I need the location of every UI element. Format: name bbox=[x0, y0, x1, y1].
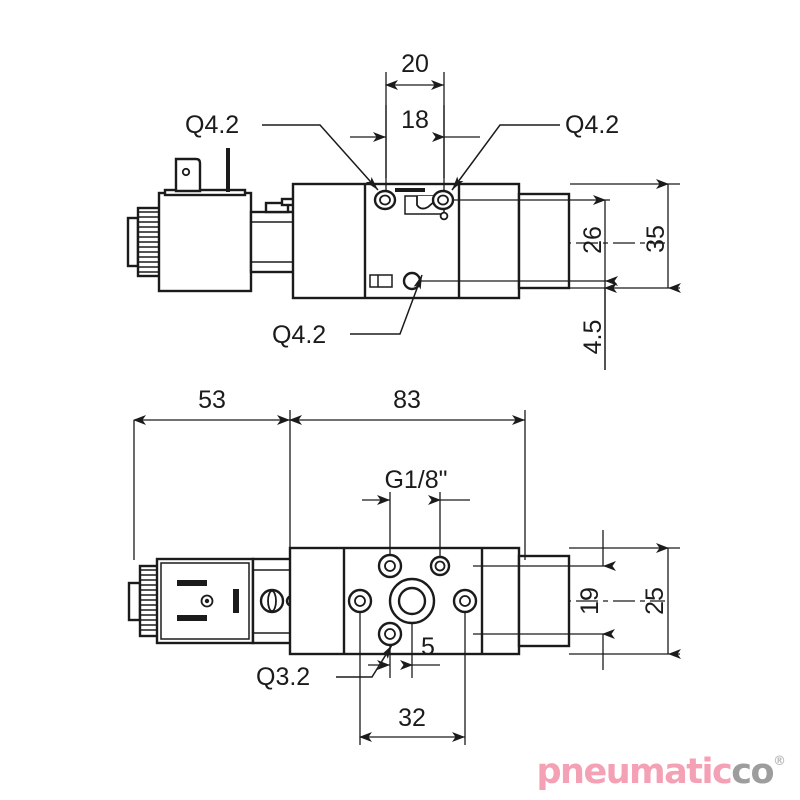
dim-32-label: 32 bbox=[398, 704, 426, 732]
dim-32: 32 bbox=[359, 612, 466, 745]
solenoid-coil-housing bbox=[157, 188, 253, 293]
connector-terminal-slot-top bbox=[177, 580, 207, 586]
port-main-inner bbox=[397, 586, 427, 616]
dim-83-label: 83 bbox=[393, 386, 421, 414]
dim-4-5: 4.5 bbox=[579, 281, 617, 370]
side-cable-gland-knurled-nut bbox=[127, 564, 160, 638]
dim-19: 19 bbox=[576, 530, 616, 670]
dim-5-label: 5 bbox=[421, 633, 435, 661]
coil-mounting-tab bbox=[174, 157, 202, 193]
dim-18-label: 18 bbox=[401, 106, 429, 134]
dim-26: 26 bbox=[570, 195, 618, 286]
valve-top-ports bbox=[373, 188, 570, 221]
note-q42-bottom-label: Q4.2 bbox=[272, 321, 326, 349]
connector-terminal-slot-bottom bbox=[177, 615, 207, 621]
note-q42-bottom: Q4.2 bbox=[272, 274, 423, 349]
dim-35-label: 35 bbox=[642, 225, 670, 253]
dim-g18: G1/8" bbox=[362, 466, 470, 556]
dim-20-label: 20 bbox=[401, 50, 429, 78]
logo-text-co: co bbox=[731, 752, 774, 792]
din-connector-face bbox=[155, 557, 255, 645]
valve-side-ports bbox=[347, 553, 478, 647]
logo-registered-mark: ® bbox=[773, 754, 786, 769]
connector-earth-slot bbox=[233, 589, 239, 613]
side-view: 53 83 G1/8" Q3.2 19 bbox=[127, 386, 681, 745]
dim-26-label: 26 bbox=[579, 226, 607, 254]
pneumatico-watermark-logo: pneumaticco® bbox=[537, 755, 787, 790]
valve-body-top bbox=[291, 182, 571, 300]
dim-18: 18 bbox=[350, 105, 480, 190]
note-q42-right-label: Q4.2 bbox=[565, 111, 619, 139]
dim-25-label: 25 bbox=[641, 587, 669, 615]
note-q32: Q3.2 bbox=[256, 644, 393, 691]
cable-gland-knurled-nut bbox=[126, 206, 162, 278]
dim-25: 25 bbox=[641, 543, 681, 659]
dim-35: 35 bbox=[570, 179, 681, 293]
coil-pin bbox=[226, 148, 230, 192]
top-view: 20 18 Q4.2 Q4.2 Q4.2 bbox=[126, 50, 681, 370]
logo-text-pneumatic: pneumatic bbox=[536, 752, 733, 792]
coil-adapter-neck bbox=[249, 197, 298, 274]
dim-g18-label: G1/8" bbox=[384, 466, 447, 494]
dim-19-label: 19 bbox=[576, 587, 604, 615]
dim-53-label: 53 bbox=[198, 386, 226, 414]
note-q42-right: Q4.2 bbox=[451, 111, 619, 191]
note-q32-label: Q3.2 bbox=[256, 663, 310, 691]
note-q42-left-label: Q4.2 bbox=[185, 111, 239, 139]
dim-53-83: 53 83 bbox=[133, 386, 526, 560]
dim-5: 5 bbox=[368, 624, 440, 678]
dim-4-5-label: 4.5 bbox=[579, 320, 607, 355]
note-q42-left: Q4.2 bbox=[185, 111, 379, 191]
